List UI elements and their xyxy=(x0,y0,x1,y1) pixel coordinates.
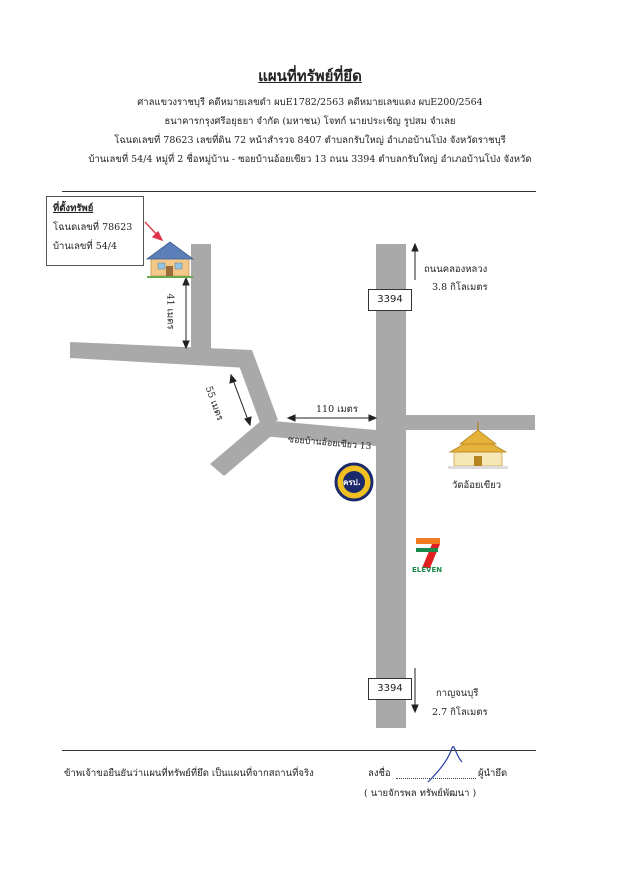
krp-logo-text: ครป. xyxy=(343,478,361,487)
property-info-box: ที่ตั้งทรัพย์ โฉนดเลขที่ 78623 บ้านเลขที… xyxy=(46,196,144,266)
signature-line xyxy=(396,778,476,779)
property-pointer-arrow xyxy=(144,221,164,242)
header-divider xyxy=(62,191,536,192)
road-number-badge-bottom: 3394 xyxy=(368,678,412,700)
north-distance-label: 3.8 กิโลเมตร xyxy=(432,282,488,293)
property-lane xyxy=(191,244,211,356)
north-direction-arrow xyxy=(411,242,419,280)
south-direction-arrow xyxy=(411,668,419,714)
dim-110-arrow xyxy=(286,414,378,422)
soi-13-road xyxy=(262,420,376,446)
property-box-title: ที่ตั้งทรัพย์ xyxy=(53,203,94,214)
dim-55-arrow xyxy=(229,373,252,427)
main-road-3394 xyxy=(376,244,406,728)
temple-label: วัดอ้อยเขียว xyxy=(452,480,502,491)
property-house-number: บ้านเลขที่ 54/4 xyxy=(53,241,118,252)
seven-eleven-icon xyxy=(414,536,444,570)
case-line: ศาลแขวงราชบุรี คดีหมายเลขดำ ผบE1782/2563… xyxy=(137,97,483,108)
krp-logo-icon xyxy=(334,462,374,502)
distance-110-label: 110 เมตร xyxy=(316,404,358,415)
page-title: แผนที่ทรัพย์ที่ยึด xyxy=(258,67,362,85)
south-distance-label: 2.7 กิโลเมตร xyxy=(432,707,488,718)
north-destination-label: ถนนคลองหลวง xyxy=(424,264,488,275)
dim-41-arrow xyxy=(182,276,190,350)
parties-line: ธนาคารกรุงศรีอยุธยา จำกัด (มหาชน) โจทก์ … xyxy=(164,116,456,127)
sign-suffix: ผู้นำยึด xyxy=(478,768,508,779)
signature-mark xyxy=(427,746,463,783)
footer-divider xyxy=(62,750,536,751)
sign-prefix: ลงชื่อ xyxy=(368,768,391,779)
seven-eleven-text: ELEVEN xyxy=(412,566,443,574)
southwest-branch xyxy=(210,420,276,476)
address-line: บ้านเลขที่ 54/4 หมู่ที่ 2 ชื่อหมู่บ้าน -… xyxy=(88,154,532,165)
road-number-badge-top: 3394 xyxy=(368,289,412,311)
distance-41-label: 41 เมตร xyxy=(164,293,176,330)
deed-line: โฉนดเลขที่ 78623 เลขที่ดิน 72 หน้าสำรวจ … xyxy=(114,135,506,146)
west-road xyxy=(70,342,252,368)
temple-icon xyxy=(448,422,508,469)
property-deed-number: โฉนดเลขที่ 78623 xyxy=(53,222,133,233)
side-road-east xyxy=(406,415,535,430)
south-destination-label: กาญจนบุรี xyxy=(436,688,479,699)
house-icon xyxy=(145,241,195,278)
signer-name: ( นายจักรพล ทรัพย์พัฒนา ) xyxy=(364,788,477,799)
confirmation-statement: ข้าพเจ้าขอยืนยันว่าแผนที่ทรัพย์ที่ยึด เป… xyxy=(64,768,314,779)
connector-road xyxy=(234,350,278,428)
